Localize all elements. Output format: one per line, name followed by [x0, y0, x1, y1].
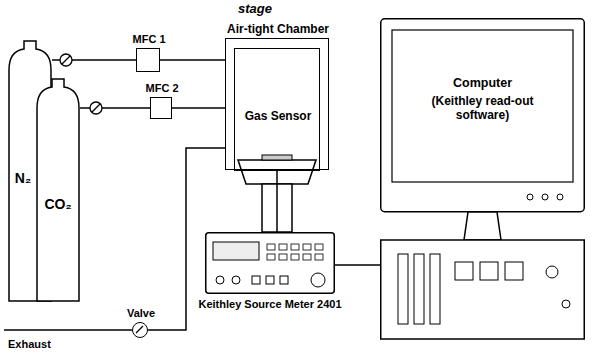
gas-line	[335, 264, 380, 266]
valve-symbol	[133, 323, 146, 336]
exhaust-pipe	[4, 329, 132, 331]
gas-line	[160, 59, 225, 61]
meter-display	[213, 242, 259, 260]
meter-knob	[311, 273, 325, 287]
node-title: N₂	[8, 170, 38, 187]
computer: Computer (Keithley read-out software)	[380, 18, 585, 340]
cylinder-valve	[60, 54, 72, 66]
monitor-screen	[392, 30, 573, 182]
meter-terminal	[232, 276, 240, 284]
meter-terminal	[216, 276, 224, 284]
tower-slot	[398, 254, 408, 324]
tower-slot	[414, 254, 424, 324]
monitor-neck	[464, 212, 501, 240]
mass-flow-controller: MFC 2	[150, 97, 172, 119]
node-title: MFC 1	[107, 33, 191, 46]
tower-slot	[430, 254, 440, 324]
caption-fragment: stage	[238, 1, 272, 17]
meter-buttons	[265, 242, 325, 262]
computer-tower	[381, 240, 585, 339]
tower-bay	[480, 262, 498, 280]
tower-bay	[505, 262, 523, 280]
node-text: (Keithley read-out software)	[426, 94, 539, 123]
valve-body	[90, 102, 102, 114]
node-title: Computer	[392, 76, 573, 91]
source-meter: Keithley Source Meter 2401	[205, 232, 335, 294]
tower-button	[562, 300, 570, 308]
gas-line	[276, 170, 278, 232]
meter-button	[266, 276, 274, 284]
valve-stem	[92, 104, 100, 112]
cylinder-body	[37, 79, 79, 301]
cylinder-outline	[36, 78, 80, 302]
monitor-button	[527, 194, 533, 200]
sensor-chip	[262, 155, 292, 160]
cylinder-valve	[90, 102, 102, 114]
valve-body	[60, 54, 72, 66]
monitor-button	[557, 194, 563, 200]
gas-cylinder: CO₂	[36, 78, 80, 302]
meter-button	[280, 276, 288, 284]
source-meter-body	[206, 233, 335, 294]
valve-stem	[62, 56, 70, 64]
meter-button	[252, 276, 260, 284]
tower-bay	[455, 262, 473, 280]
valve-stem	[136, 326, 143, 333]
node-title: Keithley Source Meter 2401	[185, 298, 355, 311]
air-tight-chamber: Air-tight ChamberGas Sensor	[225, 38, 329, 170]
exhaust-label: Exhaust	[8, 338, 51, 351]
node-title: Air-tight Chamber	[196, 22, 360, 36]
gas-line	[172, 107, 225, 109]
monitor-button	[542, 194, 548, 200]
node-text: Gas Sensor	[226, 109, 330, 123]
node-title: CO₂	[36, 196, 80, 213]
monitor	[381, 19, 585, 212]
tower-button	[546, 266, 558, 278]
node-title: MFC 2	[121, 82, 203, 95]
mass-flow-controller: MFC 1	[136, 48, 160, 72]
exhaust-valve: Valve	[132, 322, 148, 338]
node-title: Valve	[108, 307, 174, 320]
